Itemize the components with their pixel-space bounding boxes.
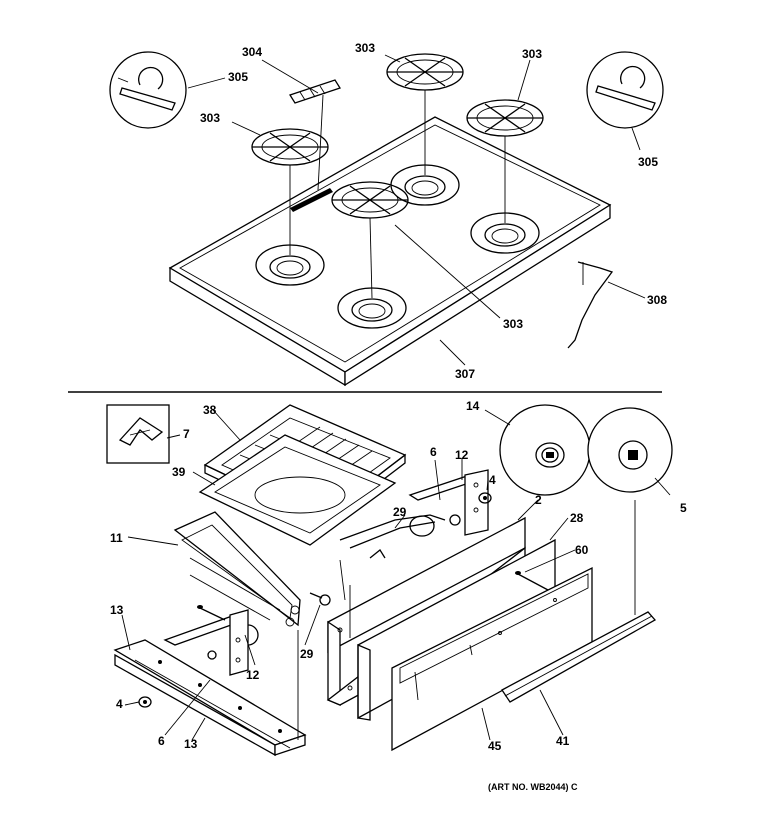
alignment-lines bbox=[289, 90, 506, 299]
label-28: 28 bbox=[570, 511, 584, 525]
label-304: 304 bbox=[242, 45, 262, 59]
label-303: 303 bbox=[355, 41, 375, 55]
label-6: 6 bbox=[430, 445, 437, 459]
label-11: 11 bbox=[110, 531, 123, 545]
label-12: 12 bbox=[455, 448, 469, 462]
knob-detail-5 bbox=[587, 407, 673, 493]
label-13: 13 bbox=[184, 737, 198, 751]
label-6: 6 bbox=[158, 734, 165, 748]
screw-60 bbox=[515, 571, 549, 591]
part-labels: 304 303 303 305 303 305 308 303 307 38 7… bbox=[110, 41, 687, 792]
broiler-frame-11 bbox=[173, 511, 301, 627]
door-handle-41 bbox=[501, 611, 657, 703]
label-13: 13 bbox=[110, 603, 124, 617]
hinge-detail-305-right bbox=[586, 51, 664, 129]
label-303: 303 bbox=[503, 317, 523, 331]
label-41: 41 bbox=[556, 734, 570, 748]
bottom-alignment-lines bbox=[297, 500, 636, 740]
side-rail-6-upper bbox=[408, 469, 489, 536]
label-308: 308 bbox=[647, 293, 667, 307]
bottom-leader-lines bbox=[121, 409, 671, 741]
label-303: 303 bbox=[200, 111, 220, 125]
cooktop-panel-307 bbox=[168, 116, 612, 387]
top-leader-lines bbox=[187, 54, 646, 366]
part-7-inset bbox=[106, 404, 170, 464]
label-38: 38 bbox=[203, 403, 217, 417]
label-303: 303 bbox=[522, 47, 542, 61]
nut-4-upper bbox=[478, 492, 492, 504]
label-2: 2 bbox=[535, 493, 542, 507]
label-305: 305 bbox=[638, 155, 658, 169]
broiler-pan-39 bbox=[198, 434, 397, 546]
side-bracket-6-lower bbox=[163, 605, 259, 676]
label-305: 305 bbox=[228, 70, 248, 84]
grate-303 bbox=[386, 53, 464, 91]
knob-detail-14 bbox=[499, 404, 591, 496]
art-number: (ART NO. WB2044) C bbox=[488, 782, 578, 792]
burner-29 bbox=[339, 514, 461, 559]
label-4: 4 bbox=[116, 697, 123, 711]
label-39: 39 bbox=[172, 465, 186, 479]
label-14: 14 bbox=[466, 399, 480, 413]
grate-303 bbox=[466, 99, 544, 137]
label-45: 45 bbox=[488, 739, 502, 753]
screw-29-lower bbox=[309, 592, 331, 606]
label-29: 29 bbox=[393, 505, 407, 519]
hinge-detail-305-left bbox=[109, 51, 187, 129]
label-60: 60 bbox=[575, 543, 589, 557]
label-307: 307 bbox=[455, 367, 475, 381]
lower-rail-13 bbox=[113, 639, 307, 757]
label-29: 29 bbox=[300, 647, 314, 661]
grate-303 bbox=[251, 128, 329, 166]
nut-4-lower bbox=[138, 696, 152, 708]
label-5: 5 bbox=[680, 501, 687, 515]
label-12: 12 bbox=[246, 668, 260, 682]
label-7: 7 bbox=[183, 427, 190, 441]
label-4: 4 bbox=[489, 473, 496, 487]
support-rod-308 bbox=[567, 261, 614, 349]
